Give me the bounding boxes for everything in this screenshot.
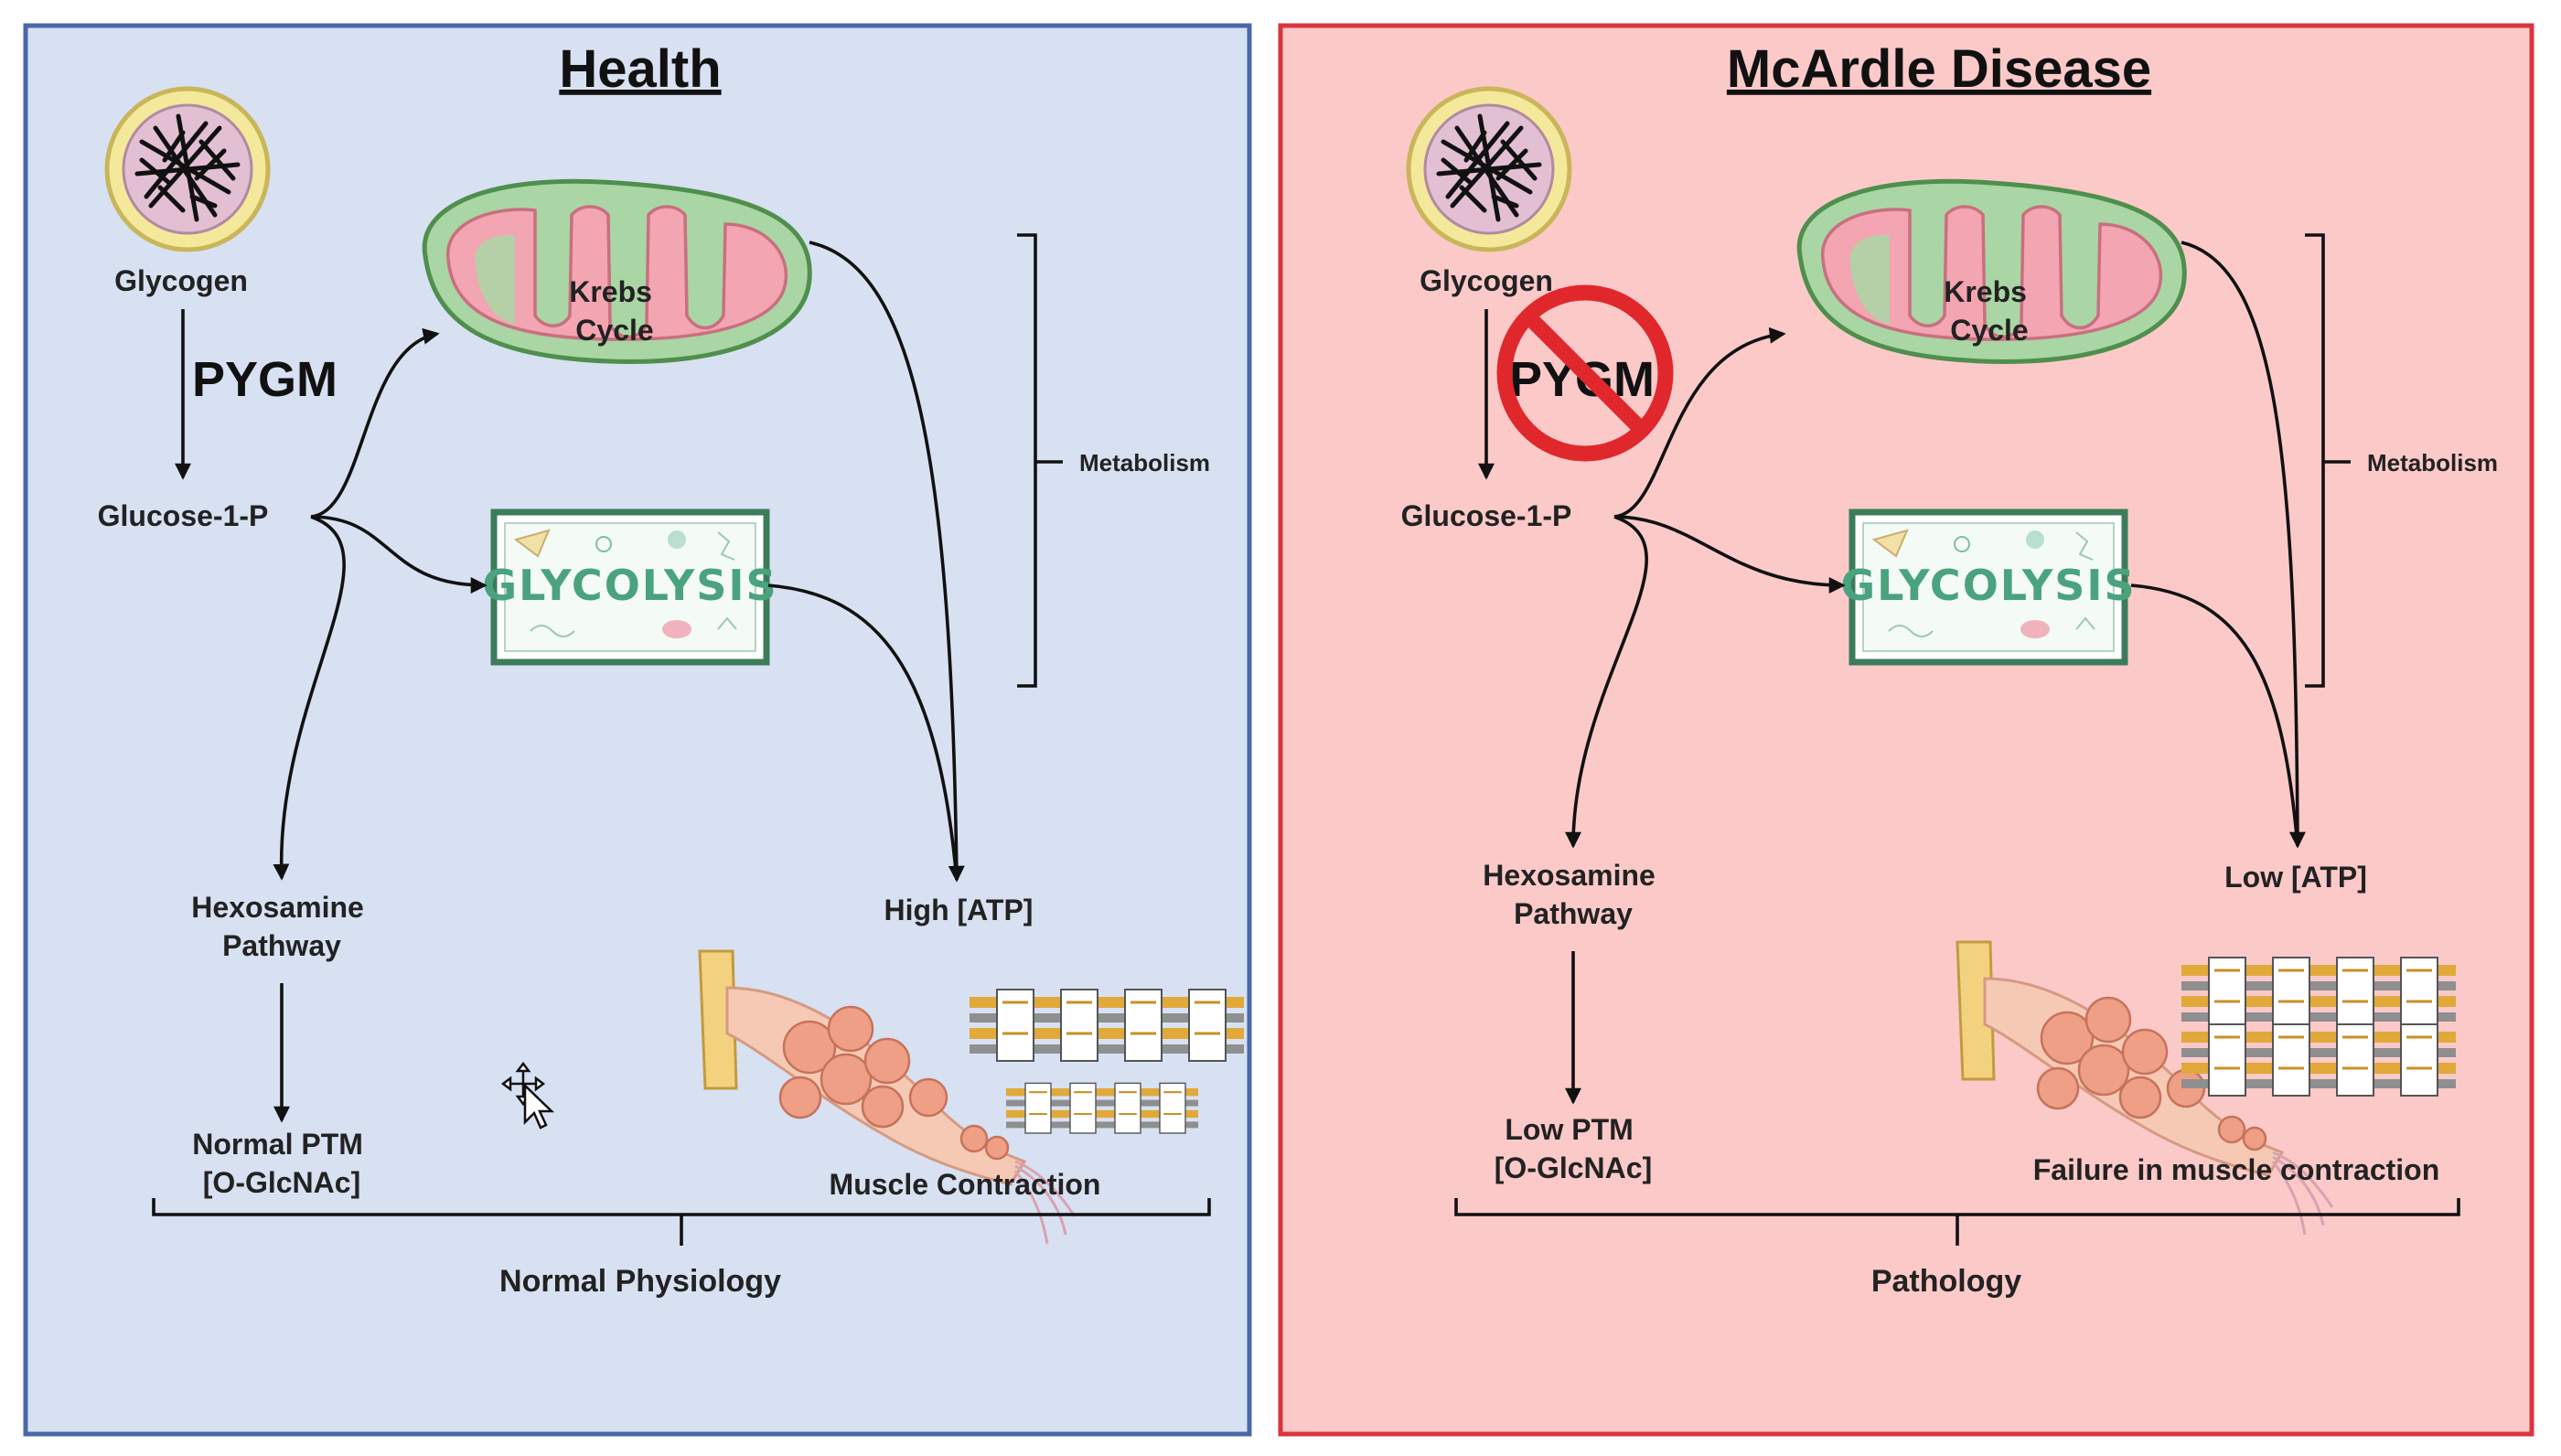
disease-metabolism-bracket	[2305, 233, 2351, 688]
health-atp-label: High [ATP]	[884, 894, 1034, 926]
disease-outcome-bracket	[1454, 1198, 2460, 1246]
disease-outcome-label: Pathology	[1871, 1264, 2021, 1299]
health-outcome-label: Normal Physiology	[499, 1264, 781, 1299]
health-metabolism-label: Metabolism	[1079, 449, 1210, 476]
health-hexosamine-line-2: Pathway	[222, 929, 341, 962]
disease-glycolysis-to-atp-arrow	[2130, 583, 2299, 847]
health-title: Health	[559, 39, 721, 99]
health-arrow-to-hexosamine	[273, 515, 346, 881]
disease-hexosamine-label: Hexosamine Pathway	[1483, 859, 1663, 930]
disease-atp-label: Low [ATP]	[2224, 861, 2367, 894]
health-glucose-label: Glucose-1-P	[98, 499, 269, 532]
health-glycolysis-label: GLYCOLYSIS	[482, 561, 777, 610]
health-arrow-to-glycolysis	[310, 515, 488, 594]
disease-ptm-line-2: [O-GlcNAc]	[1495, 1151, 1652, 1184]
health-ptm-label: Normal PTM [O-GlcNAc]	[192, 1128, 371, 1199]
disease-glucose-label: Glucose-1-P	[1401, 499, 1572, 532]
disease-arrow-to-glycolysis	[1613, 515, 1846, 594]
disease-hexosamine-line-1: Hexosamine	[1483, 859, 1656, 892]
disease-ptm-label: Low PTM [O-GlcNAc]	[1495, 1113, 1652, 1184]
disease-krebs-label: Krebs Cycle	[1944, 275, 2035, 347]
health-hexosamine-line-1: Hexosamine	[191, 891, 364, 924]
disease-arrow-to-krebs	[1613, 327, 1786, 519]
glycogen-granule-icon	[107, 89, 268, 250]
health-krebs-line-1: Krebs	[569, 275, 652, 308]
disease-panel: McArdle Disease Glycogen PYGM Glucose-1-…	[1278, 23, 2534, 1437]
health-krebs-line-2: Cycle	[575, 314, 653, 347]
disease-krebs-line-1: Krebs	[1944, 275, 2027, 308]
health-ptm-line-2: [O-GlcNAc]	[203, 1166, 360, 1199]
health-glycogen-label: Glycogen	[114, 264, 248, 297]
disease-krebs-line-2: Cycle	[1950, 314, 2028, 347]
health-muscle-label: Muscle Contraction	[830, 1168, 1101, 1201]
health-pygm-label: PYGM	[192, 352, 338, 407]
health-glycolysis-to-atp-arrow	[767, 583, 959, 881]
glycogen-granule-icon	[1409, 89, 1570, 250]
disease-title: McArdle Disease	[1727, 39, 2151, 99]
health-outcome-bracket	[152, 1198, 1211, 1246]
disease-metabolism-label: Metabolism	[2367, 449, 2498, 476]
disease-ptm-line-1: Low PTM	[1505, 1113, 1633, 1146]
disease-muscle-label: Failure in muscle contraction	[2033, 1153, 2440, 1186]
health-panel: Health Glycogen PYGM Glucose-1-P Krebs C…	[23, 23, 1252, 1437]
health-arrow-to-krebs	[310, 327, 440, 519]
health-metabolism-bracket	[1017, 233, 1063, 688]
disease-arrow-to-hexosamine	[1565, 515, 1648, 849]
disease-glycolysis-label: GLYCOLYSIS	[1840, 561, 2136, 610]
disease-krebs-to-atp-arrow	[2181, 241, 2306, 849]
cursor-move-icon	[500, 1061, 555, 1129]
health-krebs-label: Krebs Cycle	[569, 275, 660, 347]
disease-glycogen-label: Glycogen	[1420, 264, 1553, 297]
health-hexosamine-label: Hexosamine Pathway	[191, 891, 371, 962]
prohibition-sign-icon	[1496, 284, 1674, 462]
health-krebs-to-atp-arrow	[809, 241, 965, 883]
health-ptm-line-1: Normal PTM	[192, 1128, 363, 1161]
disease-hexosamine-line-2: Pathway	[1514, 897, 1633, 930]
